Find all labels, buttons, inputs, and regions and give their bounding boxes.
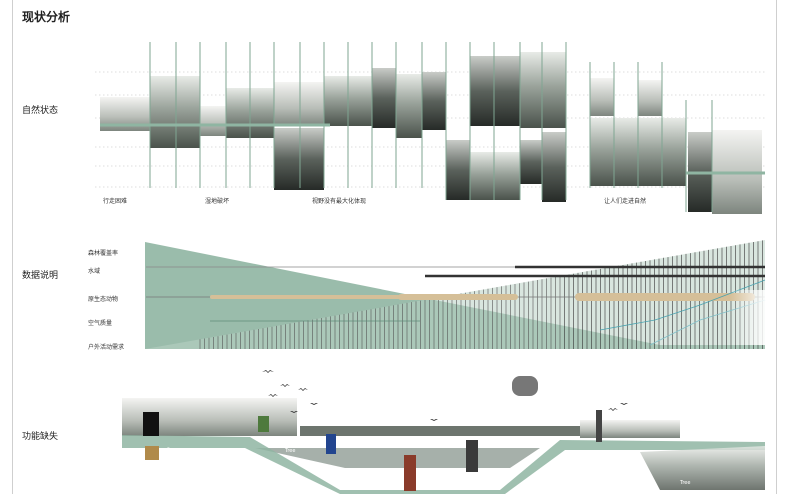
water-body bbox=[255, 448, 540, 468]
caption-walking: 行走困难 bbox=[103, 198, 128, 205]
section-label-data: 数据说明 bbox=[22, 271, 59, 281]
animals-bar bbox=[210, 295, 400, 299]
label-tree-left: Tree bbox=[285, 448, 296, 454]
photo-strip bbox=[470, 56, 520, 126]
collage-vertical-lines bbox=[149, 42, 713, 212]
caption-nature: 让人们走进自然 bbox=[604, 198, 647, 205]
row-label-forest: 森林覆盖率 bbox=[88, 250, 119, 257]
photo-strip bbox=[200, 106, 226, 136]
page-title: 现状分析 bbox=[22, 10, 71, 24]
buildings-strip bbox=[580, 420, 680, 438]
marker-dark bbox=[466, 440, 478, 472]
marker-blue bbox=[326, 434, 336, 454]
section-label-natural: 自然状态 bbox=[22, 106, 59, 116]
caption-view: 视野没有最大化体现 bbox=[312, 198, 367, 205]
photo-strip bbox=[422, 72, 446, 130]
photo-strip bbox=[446, 140, 470, 200]
poster-frame bbox=[12, 0, 777, 494]
caption-wetland: 湿地破坏 bbox=[205, 198, 230, 205]
photo-strip bbox=[590, 78, 614, 116]
row-label-water: 水域 bbox=[88, 268, 101, 275]
photo-strip bbox=[520, 52, 566, 128]
row-label-air: 空气质量 bbox=[88, 320, 113, 327]
marker-tan bbox=[145, 446, 159, 460]
photo-strip bbox=[150, 76, 200, 148]
photo-strip bbox=[542, 132, 566, 202]
function-section-diagram bbox=[122, 370, 765, 494]
section-label-function: 功能缺失 bbox=[22, 432, 59, 442]
animals-bar bbox=[398, 294, 518, 300]
treeline-strip bbox=[300, 426, 580, 436]
label-open-space: Open space bbox=[166, 447, 202, 454]
birds bbox=[262, 370, 628, 421]
marker-black bbox=[143, 412, 159, 436]
label-tree-right: Tree bbox=[680, 480, 691, 486]
photo-strip bbox=[470, 152, 520, 200]
row-label-outdoor: 户外活动需求 bbox=[88, 344, 125, 351]
marker-red bbox=[404, 455, 416, 491]
floating-rock bbox=[512, 376, 538, 396]
photo-strip bbox=[274, 82, 324, 126]
right-fade bbox=[730, 290, 765, 345]
rocky-bank bbox=[640, 446, 765, 490]
data-chart bbox=[145, 240, 766, 349]
ground-surface bbox=[122, 435, 765, 494]
photo-strip bbox=[520, 140, 542, 184]
photo-strip bbox=[274, 128, 324, 190]
photo-strip bbox=[396, 74, 422, 138]
row-label-animals: 原生态动物 bbox=[88, 296, 119, 303]
photo-strip bbox=[638, 80, 662, 116]
collage-photo-strips bbox=[100, 52, 762, 214]
photo-strip bbox=[372, 68, 396, 128]
marker-tower bbox=[596, 410, 602, 442]
animals-bar bbox=[575, 293, 755, 301]
marker-green bbox=[258, 416, 269, 432]
